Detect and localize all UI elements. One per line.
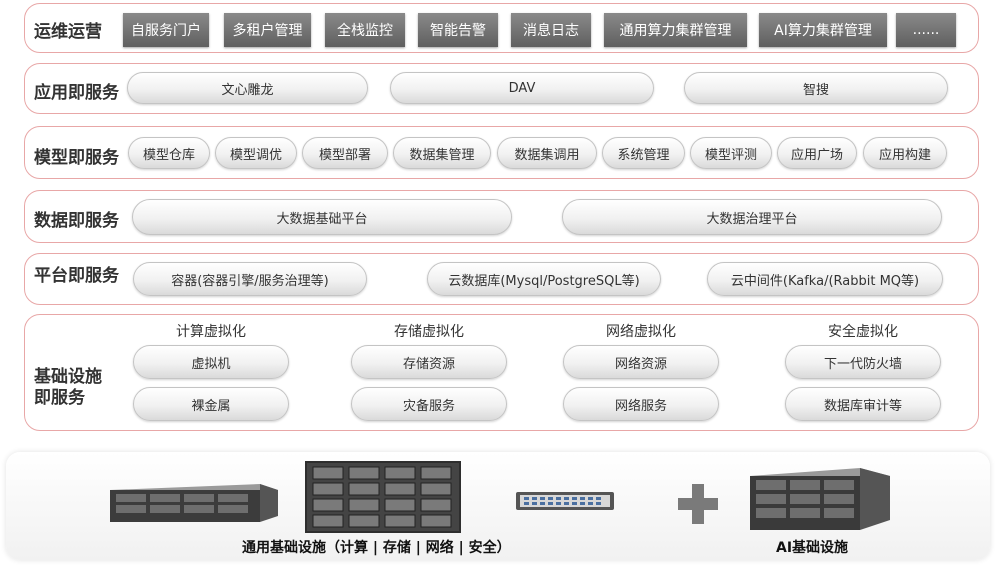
infra-row: 基础设施 即服务 计算虚拟化 虚拟机 裸金属 存储虚拟化 存储资源 灾备服务 网… [24,314,979,431]
dataset-invocation[interactable]: 数据集调用 [497,137,597,169]
security-virtualization-title: 安全虚拟化 [828,324,898,340]
general-infrastructure-caption: 通用基础设施（计算 | 存储 | 网络 | 安全） [242,540,511,556]
network-resources[interactable]: 网络资源 [563,345,719,379]
app-wenxin-diaolong[interactable]: 文心雕龙 [127,72,368,104]
plus-icon [678,484,718,524]
app-row: 应用即服务 文心雕龙 DAV 智搜 [24,63,979,114]
dataset-management[interactable]: 数据集管理 [393,137,491,169]
data-row-label: 数据即服务 [34,211,119,231]
ai-infrastructure-caption: AI基础设施 [776,540,849,556]
infra-row-label-line1: 基础设施 [34,367,102,387]
app-building[interactable]: 应用构建 [863,137,947,169]
ops-multi-tenant[interactable]: 多租户管理 [224,13,311,47]
system-management[interactable]: 系统管理 [602,137,685,169]
ops-message-log[interactable]: 消息日志 [511,13,591,47]
ops-row-label: 运维运营 [34,22,102,42]
virtual-machine[interactable]: 虚拟机 [133,345,289,379]
platform-row-label: 平台即服务 [34,266,119,286]
rack-server-icon [110,484,278,522]
data-row: 数据即服务 大数据基础平台 大数据治理平台 [24,190,979,243]
bare-metal[interactable]: 裸金属 [133,387,289,421]
ai-server-icon [750,468,890,530]
container-service[interactable]: 容器(容器引擎/服务治理等) [133,262,367,296]
platform-row: 平台即服务 容器(容器引擎/服务治理等) 云数据库(Mysql/PostgreS… [24,253,979,305]
compute-virtualization-title: 计算虚拟化 [176,324,246,340]
storage-resources[interactable]: 存储资源 [351,345,507,379]
cloud-database[interactable]: 云数据库(Mysql/PostgreSQL等) [427,262,661,296]
hardware-panel: 通用基础设施（计算 | 存储 | 网络 | 安全） AI基础设施 [6,452,990,560]
app-dav[interactable]: DAV [390,72,654,104]
network-virtualization-title: 网络虚拟化 [606,324,676,340]
model-row: 模型即服务 模型仓库 模型调优 模型部署 数据集管理 数据集调用 系统管理 模型… [24,126,979,179]
app-row-label: 应用即服务 [34,83,119,103]
ops-more[interactable]: ...... [896,13,956,47]
storage-array-icon [305,461,461,533]
ops-smart-alert[interactable]: 智能告警 [418,13,498,47]
ops-self-service-portal[interactable]: 自服务门户 [123,13,209,47]
database-audit[interactable]: 数据库审计等 [785,387,941,421]
storage-virtualization-title: 存储虚拟化 [394,324,464,340]
model-evaluation[interactable]: 模型评测 [690,137,772,169]
model-repository[interactable]: 模型仓库 [128,137,210,169]
network-switch-icon [516,492,614,510]
infra-row-label-line2: 即服务 [34,388,85,408]
model-row-label: 模型即服务 [34,148,119,168]
ops-full-stack-monitoring[interactable]: 全栈监控 [325,13,405,47]
next-gen-firewall[interactable]: 下一代防火墙 [785,345,941,379]
ops-ai-cluster-mgmt[interactable]: AI算力集群管理 [759,13,887,47]
bigdata-base-platform[interactable]: 大数据基础平台 [132,199,512,235]
model-tuning[interactable]: 模型调优 [215,137,297,169]
app-zhisou[interactable]: 智搜 [684,72,948,104]
disaster-recovery[interactable]: 灾备服务 [351,387,507,421]
network-services[interactable]: 网络服务 [563,387,719,421]
ops-row: 运维运营 自服务门户 多租户管理 全栈监控 智能告警 消息日志 通用算力集群管理… [24,3,979,53]
cloud-middleware[interactable]: 云中间件(Kafka/(Rabbit MQ等) [707,262,943,296]
app-marketplace[interactable]: 应用广场 [777,137,857,169]
bigdata-governance-platform[interactable]: 大数据治理平台 [562,199,942,235]
ops-general-cluster-mgmt[interactable]: 通用算力集群管理 [604,13,747,47]
model-deployment[interactable]: 模型部署 [302,137,388,169]
